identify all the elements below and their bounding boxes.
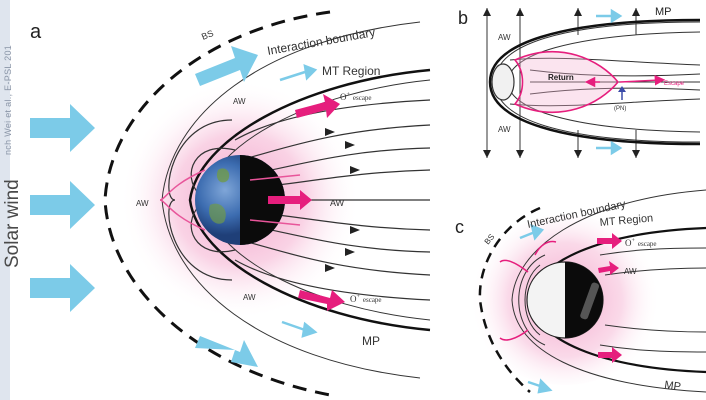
field-arrowheads (325, 128, 360, 272)
escape-arrows (268, 94, 345, 311)
pn-arrowhead (618, 86, 626, 92)
interaction-boundary-label: Interaction boundary (266, 25, 376, 58)
panel-b-flow-arrowhead (610, 140, 623, 156)
magnetopause-line (188, 68, 431, 332)
solar-wind-arrows (30, 46, 258, 367)
panel-c-aw-label: AW (624, 267, 637, 276)
panel-c: c (455, 189, 706, 394)
aw-label-left: AW (136, 199, 149, 208)
escape-arrow-bottom (298, 290, 345, 311)
panel-c-flow-arrowhead (530, 223, 545, 241)
solar-wind-label: Solar wind (2, 179, 23, 268)
panel-c-mp-label: MP (664, 379, 682, 393)
return-loop (513, 51, 620, 113)
panel-a-letter: a (30, 21, 42, 43)
panel-c-o-plus-label: O+escape (625, 238, 657, 248)
panel-c-escape-top (597, 233, 622, 249)
continent (216, 168, 230, 183)
panel-c-planet-night (565, 262, 603, 338)
panel-b-letter: b (458, 8, 468, 28)
bow-shock-line (103, 10, 331, 397)
aw-label-right: AW (330, 198, 345, 208)
panel-c-outflow (499, 240, 557, 341)
o-plus-label-top: O+escape (340, 92, 372, 102)
panel-a: a (2, 10, 431, 397)
mt-region-label: MT Region (322, 64, 380, 78)
solar-wind-arrow (30, 104, 95, 152)
panel-c-planet-feature (580, 282, 600, 320)
solar-wind-arrow (30, 181, 95, 229)
return-label: Return (548, 73, 574, 82)
outflow-lines (159, 169, 301, 231)
o-plus-label-bottom: O+escape (350, 294, 382, 304)
panel-c-bow-shock (478, 206, 541, 393)
escape-arrow-top (295, 94, 340, 118)
aw-label-bottom: AW (243, 293, 256, 302)
panel-b-escape-label: Escape (664, 81, 685, 87)
panel-c-escape-bottom (598, 347, 622, 363)
flow-arrow-bottom (195, 336, 258, 367)
aw-label-top: AW (233, 97, 246, 106)
panel-c-escape-arrows (597, 233, 622, 363)
mp-label: MP (362, 334, 380, 348)
panel-c-interaction-line (511, 189, 706, 393)
bs-label: BS (200, 28, 215, 42)
panel-c-letter: c (455, 217, 464, 237)
panel-b: b (458, 6, 701, 158)
panel-b-flow-arrowhead (610, 8, 623, 24)
panel-c-flow-arrowhead (537, 378, 553, 394)
mt-flow-arrowhead (301, 321, 318, 338)
solar-wind-arrow (30, 264, 95, 312)
citation-sidebar: nch Wei et al., E-PSL 201 (0, 0, 13, 400)
pn-label: (PN) (614, 106, 626, 112)
mt-flow-arrowhead (303, 64, 318, 81)
escape-arrow-center (268, 190, 312, 210)
panel-c-mt-region-label: MT Region (599, 212, 653, 229)
mt-flow-arrow (281, 320, 306, 332)
panel-b-aw-top: AW (498, 33, 511, 42)
panel-b-aw-bottom: AW (498, 125, 511, 134)
panel-b-arrowheads (483, 8, 640, 158)
mt-flow-arrow (279, 70, 306, 82)
panel-b-magnetopause (488, 18, 701, 146)
panel-c-escape-mid (598, 261, 619, 275)
panel-b-escape-arrow (619, 75, 666, 86)
panel-b-mp-label: MP (655, 6, 672, 18)
continent (209, 203, 226, 224)
panel-c-field-lines (518, 247, 706, 353)
flow-arrow-top (195, 46, 258, 86)
panel-b-planet (491, 63, 515, 101)
